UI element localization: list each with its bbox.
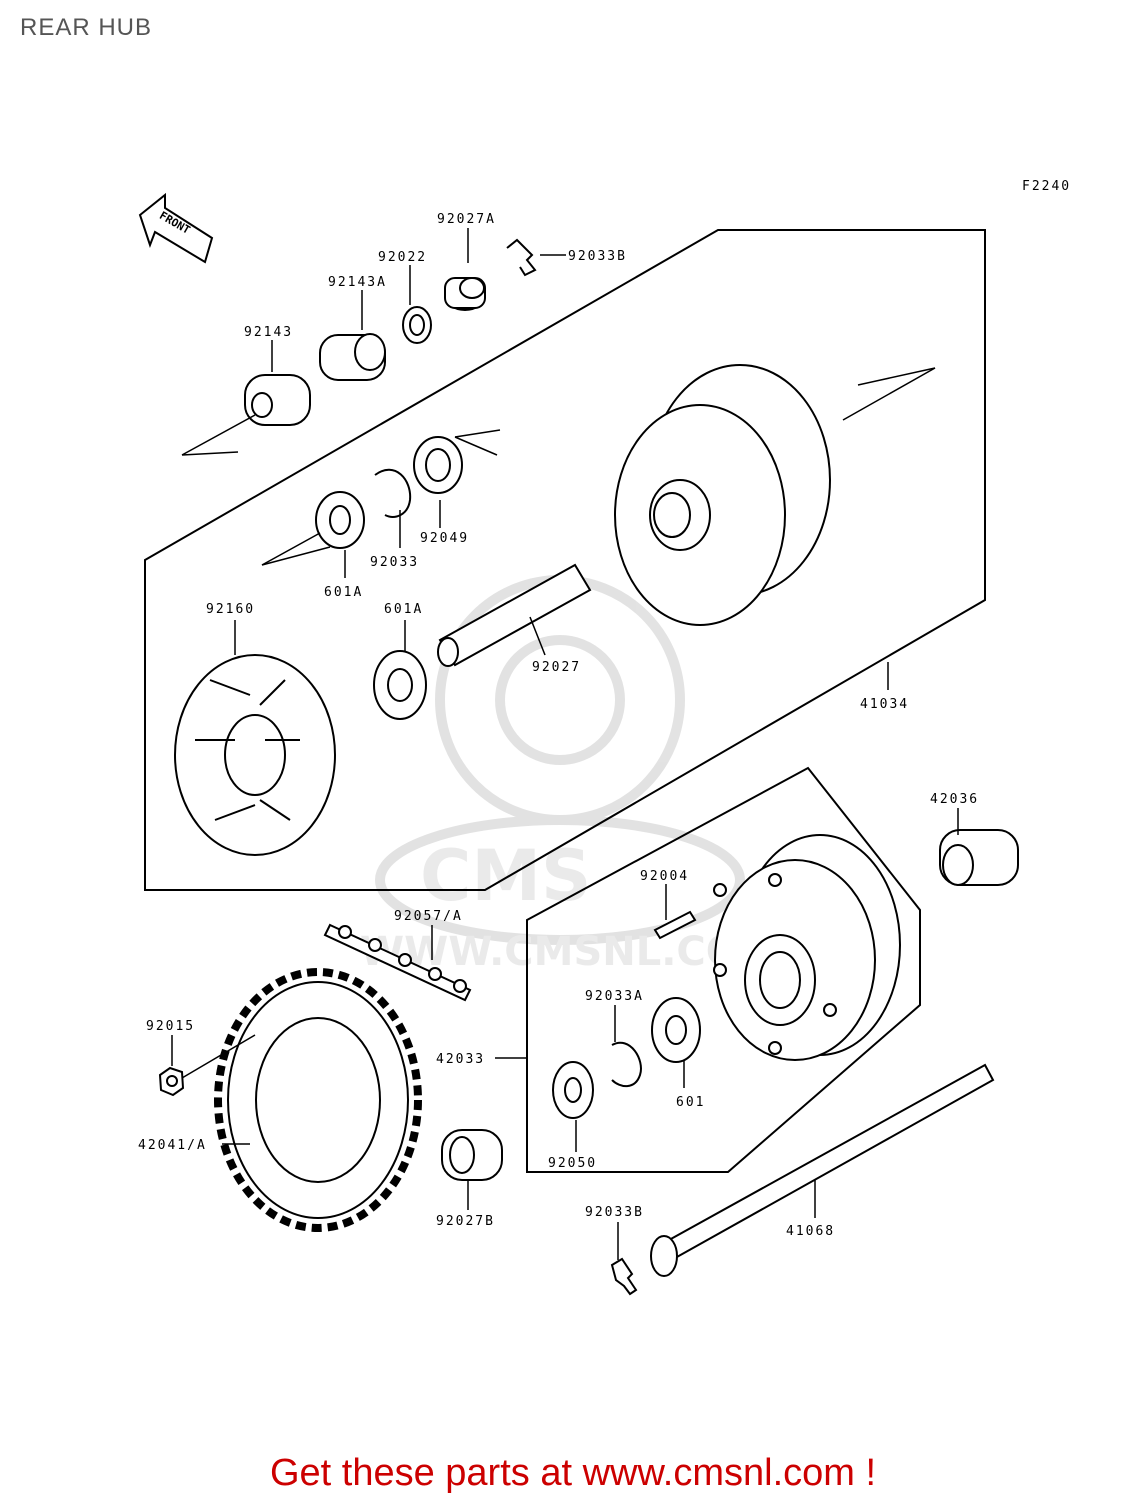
watermark-logo: CMS: [420, 835, 591, 917]
front-arrow-icon: FRONT: [138, 192, 214, 264]
part-label-41068: 41068: [786, 1224, 835, 1239]
circlip-92033B-lower-icon: [610, 1257, 638, 1296]
part-label-92033B-lower: 92033B: [585, 1205, 644, 1220]
part-label-92143: 92143: [244, 325, 293, 340]
part-label-42033: 42033: [436, 1052, 485, 1067]
collar-92143A-icon: [319, 333, 386, 381]
part-label-601: 601: [676, 1095, 705, 1110]
part-label-92057A: 92057/A: [394, 909, 463, 924]
cms-watermark: CMS WWW.CMSNL.COM: [360, 575, 780, 975]
axle-41068-icon: [650, 1063, 995, 1277]
chain-92057A-icon: [323, 923, 472, 1002]
nut-92015-icon: [158, 1066, 185, 1097]
part-label-601A-upper: 601A: [324, 585, 363, 600]
figure-code: F2240: [1022, 179, 1071, 194]
part-label-42041A: 42041/A: [138, 1138, 207, 1153]
damper-92160-icon: [174, 654, 336, 856]
circlip-92033-icon: [374, 468, 412, 518]
part-label-92027B: 92027B: [436, 1214, 495, 1229]
part-label-92022: 92022: [378, 250, 427, 265]
watermark-url: WWW.CMSNL.COM: [360, 929, 780, 975]
leader-lines: [171, 228, 959, 1260]
part-label-92049: 92049: [420, 531, 469, 546]
coupling-assembly-outline: [526, 766, 921, 1173]
spacer-92027-icon: [437, 563, 592, 667]
circlip-92033B-icon: [506, 238, 537, 277]
part-label-92033B-upper: 92033B: [568, 249, 627, 264]
part-label-92027A: 92027A: [437, 212, 496, 227]
bearing-601A-lower-icon: [373, 650, 427, 720]
collar-42036-icon: [939, 829, 1019, 886]
collar-92027B-icon: [441, 1129, 503, 1181]
part-label-92033A: 92033A: [585, 989, 644, 1004]
part-label-92050: 92050: [548, 1156, 597, 1171]
part-label-92015: 92015: [146, 1019, 195, 1034]
part-label-92160: 92160: [206, 602, 255, 617]
collar-92027A-icon: [444, 277, 486, 311]
oil-seal-92049-icon: [413, 436, 463, 494]
coupling-42033-icon: [713, 834, 901, 1061]
wheel-hub-41034-icon: [614, 364, 831, 626]
part-label-92143A: 92143A: [328, 275, 387, 290]
part-label-92027: 92027: [532, 660, 581, 675]
part-label-601A-lower: 601A: [384, 602, 423, 617]
part-label-42036: 42036: [930, 792, 979, 807]
bearing-601-icon: [651, 997, 701, 1063]
part-label-41034: 41034: [860, 697, 909, 712]
bearing-601A-upper-icon: [315, 491, 365, 549]
hub-assembly-outline: [144, 229, 986, 891]
seal-92050-icon: [552, 1061, 594, 1119]
stud-92004-icon: [653, 910, 697, 940]
footer-link[interactable]: Get these parts at www.cmsnl.com !: [269, 1452, 877, 1494]
page-title: REAR HUB: [20, 14, 153, 41]
collar-92143-icon: [244, 374, 311, 426]
washer-92022-icon: [402, 306, 432, 344]
sprocket-42041A-icon: [214, 968, 422, 1232]
circlip-92033A-icon: [611, 1041, 642, 1088]
part-label-92004: 92004: [640, 869, 689, 884]
part-label-92033: 92033: [370, 555, 419, 570]
